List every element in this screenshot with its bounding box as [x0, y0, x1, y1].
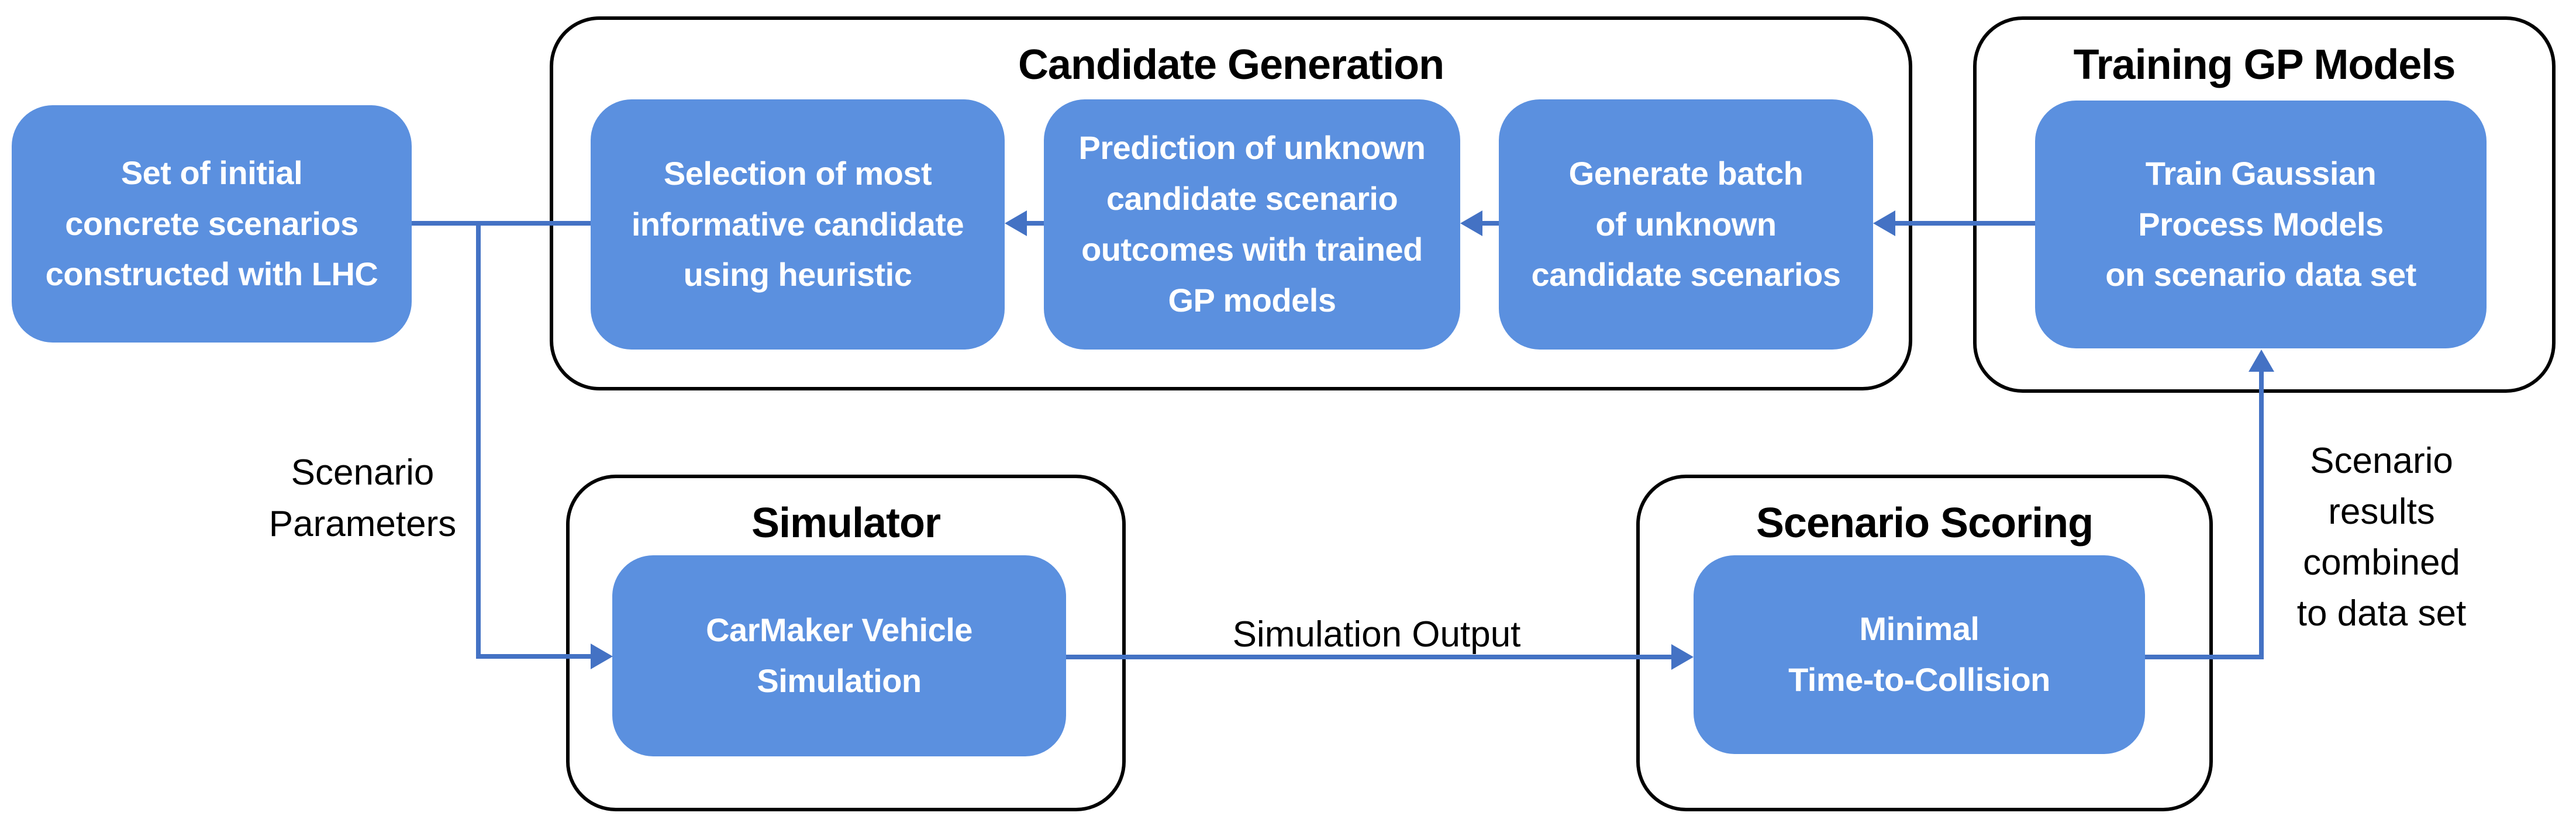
simulator-title: Simulator — [751, 500, 941, 547]
connector-results-vertical — [2259, 371, 2264, 659]
connector-prediction-to-selection — [1025, 221, 1044, 226]
edge-label-scenario-results: Scenario results combined to data set — [2296, 441, 2467, 634]
node-initial-scenario-set: Set of initial concrete scenarios constr… — [12, 105, 412, 343]
edge-label-simulation-output: Simulation Output — [1232, 614, 1521, 655]
edge-label-scenario-parameters: Scenario Parameters — [268, 452, 457, 544]
connector-results-horizontal — [2145, 655, 2264, 659]
arrowhead-into-carmaker — [591, 644, 613, 669]
node-train-gaussian-process-models: Train Gaussian Process Models on scenari… — [2035, 101, 2487, 348]
scenario-scoring-title: Scenario Scoring — [1756, 500, 2094, 547]
connector-generate-to-prediction — [1480, 221, 1499, 226]
node-minimal-time-to-collision: Minimal Time-to-Collision — [1694, 555, 2145, 754]
connector-scenario-parameters-vertical — [476, 221, 481, 659]
candidate-generation-title: Candidate Generation — [1018, 42, 1444, 88]
node-prediction-unknown-outcomes: Prediction of unknown candidate scenario… — [1044, 99, 1460, 350]
node-carmaker-vehicle-simulation: CarMaker Vehicle Simulation — [612, 555, 1066, 756]
node-selection-informative-candidate: Selection of most informative candidate … — [591, 99, 1005, 350]
node-generate-candidate-batch: Generate batch of unknown candidate scen… — [1499, 99, 1873, 350]
training-gp-models-title: Training GP Models — [2073, 42, 2456, 88]
connector-scenario-parameters-horizontal — [476, 654, 592, 659]
arrowhead-into-min-ttc — [1671, 644, 1694, 670]
arrowhead-into-generate-batch — [1873, 210, 1895, 236]
connector-train-to-generate — [1893, 221, 2035, 226]
arrowhead-into-selection — [1005, 210, 1027, 236]
connector-initial-to-selection — [412, 221, 591, 226]
arrowhead-into-train-gp — [2249, 350, 2274, 372]
connector-simulation-output — [1066, 655, 1672, 659]
arrowhead-into-prediction — [1460, 210, 1482, 236]
